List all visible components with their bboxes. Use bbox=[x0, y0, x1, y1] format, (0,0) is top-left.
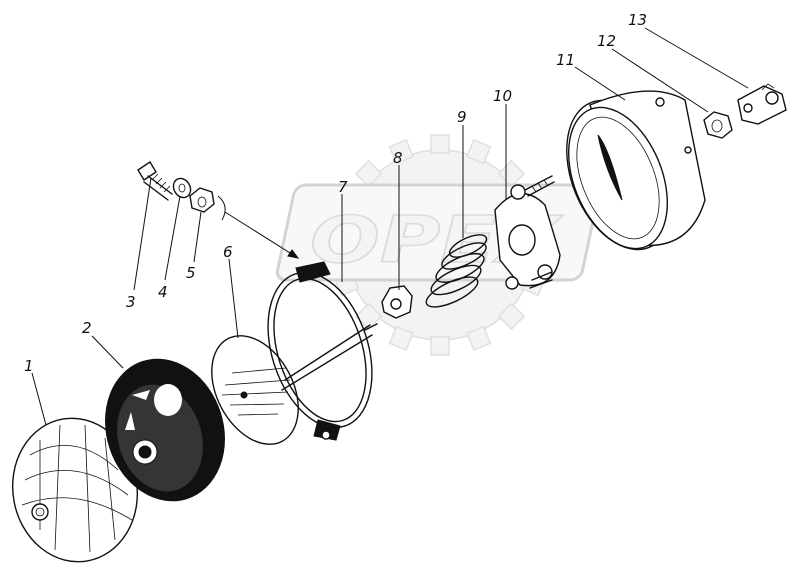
gear-tooth bbox=[465, 138, 492, 165]
gear-tooth bbox=[497, 159, 526, 188]
callout-13: 13 bbox=[628, 11, 647, 29]
callout-11: 11 bbox=[556, 51, 575, 69]
gear-tooth bbox=[430, 336, 450, 356]
gear-tooth bbox=[354, 159, 383, 188]
lock-plate-part bbox=[381, 285, 413, 319]
leader-11 bbox=[574, 66, 626, 101]
hinge-bracket-part bbox=[737, 83, 787, 125]
callout-3: 3 bbox=[126, 293, 136, 311]
callout-12: 12 bbox=[597, 32, 616, 50]
callout-1: 1 bbox=[24, 357, 34, 375]
callout-4: 4 bbox=[158, 283, 168, 301]
gear-tooth bbox=[430, 134, 450, 154]
leader-lines bbox=[31, 27, 749, 426]
spring-part bbox=[425, 234, 488, 308]
callout-9: 9 bbox=[457, 108, 467, 126]
gear-tooth bbox=[388, 138, 415, 165]
callout-7: 7 bbox=[338, 178, 348, 196]
washer-part bbox=[172, 177, 192, 199]
gear-tooth bbox=[388, 325, 415, 352]
gear-tooth bbox=[465, 325, 492, 352]
callout-5: 5 bbox=[186, 264, 196, 282]
leader-12 bbox=[611, 48, 709, 113]
leader-4 bbox=[164, 195, 181, 281]
bracket-mark bbox=[217, 195, 226, 221]
assembly-arrowhead bbox=[287, 249, 300, 259]
nut-part bbox=[189, 187, 215, 213]
lens-part bbox=[11, 417, 139, 563]
gear-tooth bbox=[354, 302, 383, 331]
callout-10: 10 bbox=[493, 87, 512, 105]
gear-tooth bbox=[497, 302, 526, 331]
leader-2 bbox=[91, 335, 124, 369]
hex-nut-part bbox=[703, 111, 733, 139]
callout-2: 2 bbox=[82, 319, 92, 337]
leader-1 bbox=[31, 372, 47, 426]
housing-rim-part bbox=[267, 261, 378, 441]
callout-6: 6 bbox=[223, 243, 233, 261]
leader-3 bbox=[133, 177, 152, 291]
disc-part bbox=[211, 335, 299, 445]
reflector-cap-part bbox=[105, 358, 225, 502]
housing-cup-part bbox=[566, 90, 706, 251]
assembly-arrow bbox=[224, 211, 299, 259]
leader-13 bbox=[644, 27, 749, 89]
leader-5 bbox=[193, 211, 202, 263]
bracket-part bbox=[494, 175, 561, 290]
callout-labels: 1 2 3 4 5 6 7 8 9 10 11 12 13 bbox=[24, 11, 647, 375]
callout-8: 8 bbox=[393, 149, 403, 167]
bolt-part bbox=[137, 161, 173, 201]
leader-6 bbox=[228, 258, 239, 339]
